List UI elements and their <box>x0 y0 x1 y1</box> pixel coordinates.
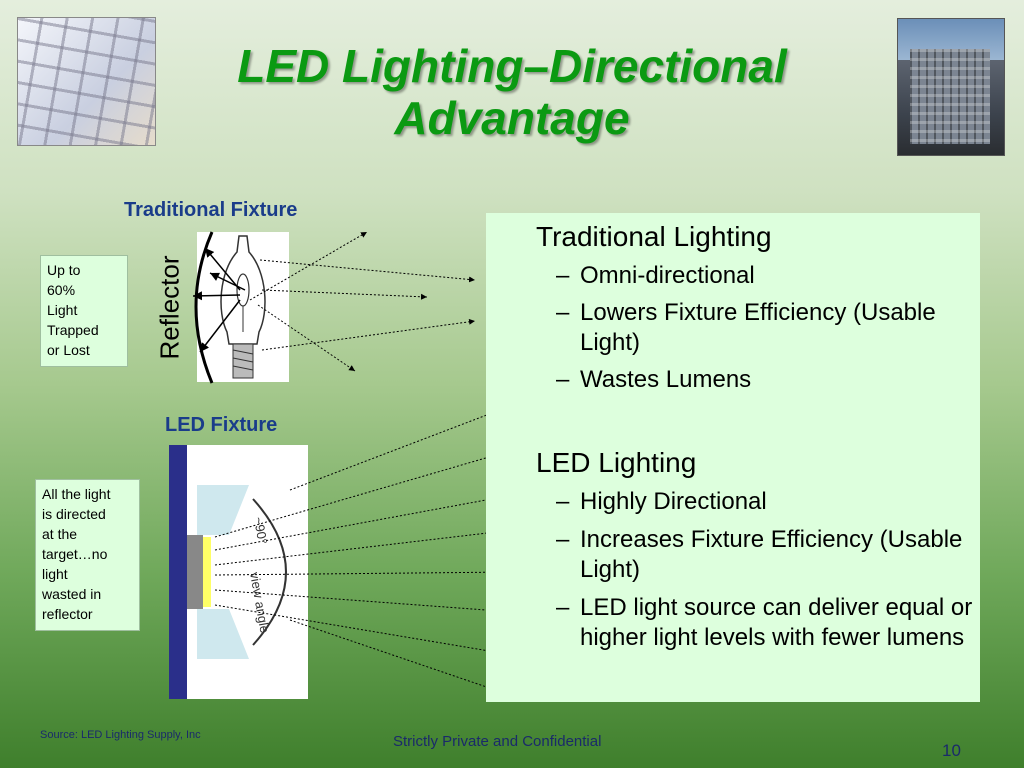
traditional-bullet-list: –Omni-directional –Lowers Fixture Effici… <box>536 261 976 395</box>
bullet-text: Omni-directional <box>580 262 755 289</box>
bullet-item: –Omni-directional <box>536 261 976 291</box>
bullet-text: Highly Directional <box>580 488 767 515</box>
bullet-text: LED light source can deliver equal or hi… <box>580 594 973 651</box>
confidential-note: Strictly Private and Confidential <box>393 733 602 750</box>
ceiling-lights-photo <box>17 17 156 146</box>
note-line: reflector <box>42 606 93 622</box>
note-line: light <box>42 566 68 582</box>
dash: – <box>556 526 570 553</box>
traditional-note: Up to 60% Light Trapped or Lost <box>40 255 128 367</box>
led-heading: LED Lighting <box>536 447 697 478</box>
note-line: is directed <box>42 506 106 522</box>
dash: – <box>556 594 570 621</box>
light-bulb-icon <box>197 232 289 382</box>
note-line: Trapped <box>47 322 99 338</box>
note-line: or Lost <box>47 342 90 358</box>
bullet-item: –Increases Fixture Efficiency (Usable Li… <box>536 525 976 585</box>
bullet-text: Wastes Lumens <box>580 366 752 393</box>
dash: – <box>556 366 570 393</box>
source-note: Source: LED Lighting Supply, Inc <box>40 729 201 741</box>
title-line-1: LED Lighting–Directional <box>237 40 787 92</box>
note-line: All the light <box>42 486 111 502</box>
title-line-2: Advantage <box>394 92 630 144</box>
note-line: Up to <box>47 262 81 278</box>
led-fixture-icon: ~90° view angle <box>169 445 308 699</box>
content-panel: Traditional Lighting –Omni-directional –… <box>486 213 980 702</box>
note-line: wasted in <box>42 586 102 602</box>
dash: – <box>556 488 570 515</box>
bullet-text: Increases Fixture Efficiency (Usable Lig… <box>580 526 963 583</box>
bullet-text: Lowers Fixture Efficiency (Usable Light) <box>580 299 936 356</box>
bullet-item: –Wastes Lumens <box>536 365 976 395</box>
office-building-photo <box>897 18 1005 156</box>
note-line: at the <box>42 526 78 542</box>
dash: – <box>556 262 570 289</box>
note-line: 60% <box>47 282 76 298</box>
traditional-heading: Traditional Lighting <box>536 221 772 252</box>
page-number: 10 <box>942 741 961 760</box>
led-fixture-label: LED Fixture <box>165 414 278 436</box>
led-bullet-list: –Highly Directional –Increases Fixture E… <box>536 487 976 653</box>
note-line: target…no <box>42 546 108 562</box>
note-line: Light <box>47 302 78 318</box>
slide-title: LED Lighting–Directional Advantage <box>150 40 874 144</box>
led-note: All the light is directed at the target…… <box>35 479 140 631</box>
dash: – <box>556 299 570 326</box>
traditional-fixture-label: Traditional Fixture <box>124 199 298 221</box>
bullet-item: –Highly Directional <box>536 487 976 517</box>
bullet-item: –Lowers Fixture Efficiency (Usable Light… <box>536 298 976 358</box>
bullet-item: –LED light source can deliver equal or h… <box>536 593 976 653</box>
